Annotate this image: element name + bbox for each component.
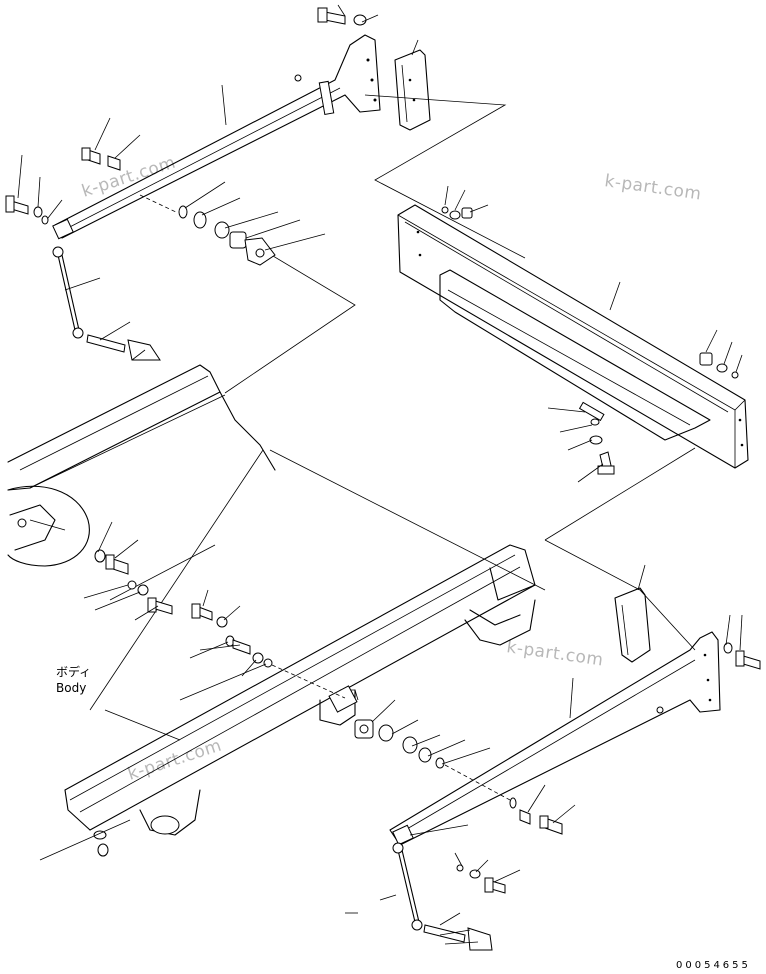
lower-right-arm-assembly: [345, 564, 761, 951]
watermark-3: k-part.com: [505, 637, 604, 670]
upper-left-arm-assembly: [5, 4, 431, 361]
watermark-4: k-part.com: [125, 736, 224, 785]
right-cover-assembly: [397, 185, 749, 483]
drawing-number: 00054655: [676, 960, 751, 971]
assembly-outline-lines: [39, 94, 696, 861]
body-label-jp: ボディ: [56, 664, 91, 679]
watermark-2: k-part.com: [603, 171, 702, 204]
main-frame-body: [7, 364, 536, 857]
body-label-en: Body: [56, 681, 86, 695]
body-mounting-hardware: [83, 521, 346, 701]
